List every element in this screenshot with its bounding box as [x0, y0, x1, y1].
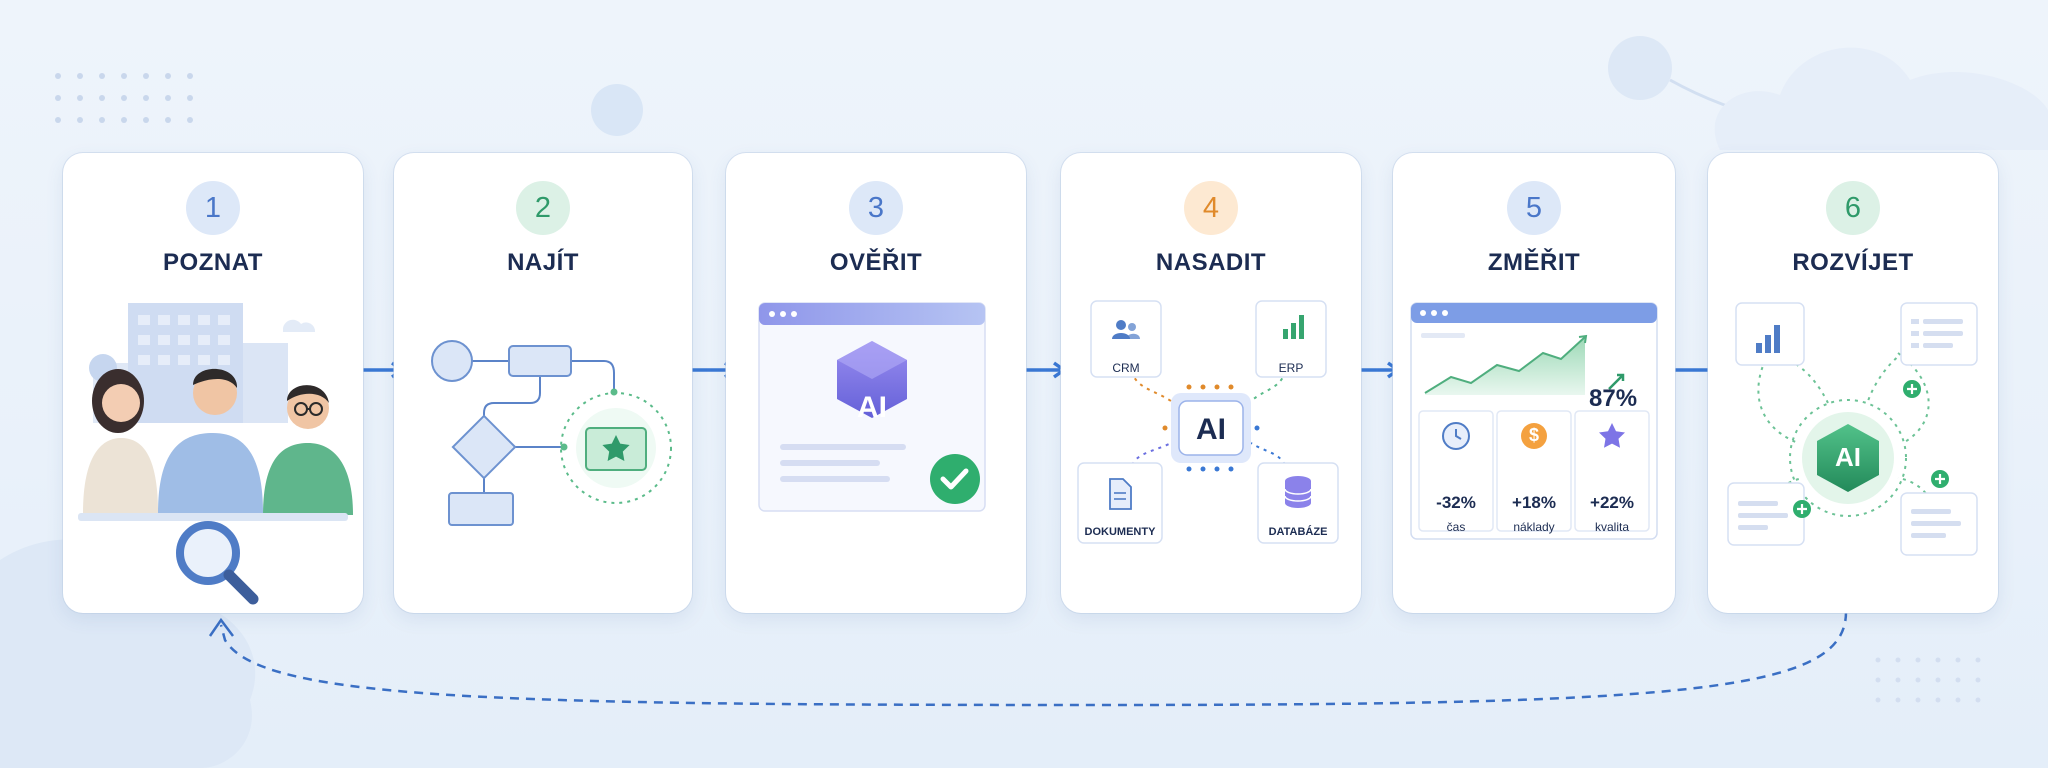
clock-icon	[1442, 422, 1470, 450]
step-title: NASADIT	[1155, 249, 1267, 276]
process-flowchart-illustration	[431, 340, 672, 526]
plus-icon	[1903, 380, 1921, 398]
step-number-badge: 3	[849, 181, 903, 235]
metric-value-kvalita: +22%	[1590, 493, 1634, 512]
system-integration-illustration	[1077, 300, 1339, 544]
node-label-dokumenty: DOKUMENTY	[1084, 526, 1156, 538]
users-icon	[1112, 320, 1140, 339]
metric-label-cas: čas	[1446, 520, 1466, 534]
dollar-sign: $	[1528, 425, 1539, 445]
ai-validation-window-illustration	[758, 302, 986, 512]
metric-value-naklady: +18%	[1512, 493, 1556, 512]
step-title: NAJÍT	[507, 249, 579, 276]
step-card-zmerit: 5 ZMĚŘIT $ 87% -32% čas +18% náklady +22…	[1393, 153, 1675, 613]
metric-label-naklady: náklady	[1513, 520, 1555, 534]
plus-icon	[1793, 500, 1811, 518]
database-icon	[1284, 476, 1312, 508]
node-label-databaze: DATABÁZE	[1268, 526, 1328, 538]
step-number-badge: 2	[516, 181, 570, 235]
ai-chip-label: AI	[857, 391, 887, 424]
ai-hub-label: AI	[1196, 413, 1226, 446]
metric-label-kvalita: kvalita	[1594, 520, 1629, 534]
step-title: POZNAT	[163, 249, 263, 276]
step-number-badge: 4	[1184, 181, 1238, 235]
node-label-crm: CRM	[1112, 361, 1140, 375]
metric-value-cas: -32%	[1436, 493, 1476, 512]
step-number-badge: 1	[186, 181, 240, 235]
step-title: ROZVÍJET	[1792, 249, 1914, 276]
team-discussion-illustration	[78, 303, 353, 605]
bar-chart-icon	[1756, 325, 1780, 353]
headline-metric: 87%	[1589, 385, 1638, 412]
results-dashboard-illustration	[1410, 302, 1658, 540]
step-title: OVĚŘIT	[829, 249, 923, 276]
dollar-icon	[1521, 423, 1547, 449]
check-icon	[940, 468, 969, 490]
step-title: ZMĚŘIT	[1487, 249, 1581, 276]
plus-icon	[1931, 470, 1949, 488]
step-card-poznat: 1 POZNAT	[63, 153, 363, 613]
star-icon	[602, 435, 630, 461]
step-number-badge: 5	[1507, 181, 1561, 235]
step-card-najit: 2 NAJÍT	[394, 153, 692, 613]
growth-network-illustration	[1727, 302, 1978, 556]
step-number-badge: 6	[1826, 181, 1880, 235]
step-card-overit: 3 OVĚŘIT AI	[726, 153, 1026, 613]
node-label-erp: ERP	[1278, 361, 1304, 375]
step-card-rozvijet: 6 ROZVÍJET AI	[1708, 153, 1998, 613]
step-card-nasadit: 4 NASADIT AI CRM	[1061, 153, 1361, 613]
document-icon	[1109, 478, 1132, 510]
star-icon	[1599, 423, 1625, 448]
ai-hub-label: AI	[1835, 442, 1861, 472]
bar-chart-icon	[1283, 315, 1304, 339]
